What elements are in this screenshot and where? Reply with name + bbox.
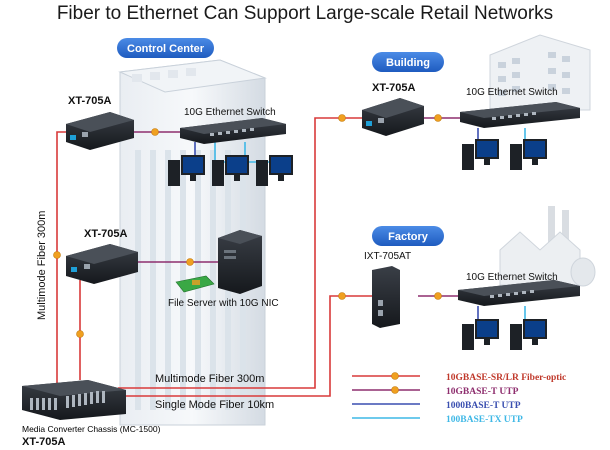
ixt705at-label: IXT-705AT — [364, 251, 411, 262]
xt705a-top-converter[interactable] — [66, 112, 134, 150]
svg-text:10GBASE-T UTP: 10GBASE-T UTP — [446, 387, 519, 397]
file-server-label: File Server with 10G NIC — [168, 298, 279, 309]
building-pill: Building — [372, 52, 444, 72]
factory-pill: Factory — [372, 226, 444, 246]
link-markers — [53, 114, 442, 338]
pc-cc-1[interactable] — [168, 155, 205, 186]
office-building — [489, 34, 591, 111]
pc-cc-2[interactable] — [212, 155, 249, 186]
factory-building — [499, 206, 596, 287]
xt705a-building-converter[interactable] — [362, 98, 424, 136]
legend: 10GBASE-SR/LR Fiber-optic 10GBASE-T UTP … — [352, 372, 566, 425]
svg-text:1000BASE-T UTP: 1000BASE-T UTP — [446, 401, 521, 411]
switch-factory[interactable] — [458, 280, 580, 306]
switch-building-label: 10G Ethernet Switch — [466, 87, 558, 98]
legend-item-100-utp: 100BASE-TX UTP — [352, 415, 523, 425]
switch-factory-label: 10G Ethernet Switch — [466, 272, 558, 283]
pc-factory-1[interactable] — [462, 319, 499, 350]
pc-cc-3[interactable] — [256, 155, 293, 186]
svg-text:Factory: Factory — [388, 231, 429, 243]
multimode-fiber-label: Multimode Fiber 300m — [155, 373, 264, 385]
switch-control-center[interactable] — [180, 118, 286, 144]
control-center-pill: Control Center — [117, 38, 214, 58]
legend-item-10g-utp: 10GBASE-T UTP — [352, 386, 519, 397]
fiber-chassis-to-xt705a-top — [56, 131, 66, 385]
legend-item-1000-utp: 1000BASE-T UTP — [352, 401, 521, 411]
xt705a-top-label: XT-705A — [68, 95, 111, 107]
switch-building[interactable] — [460, 102, 580, 128]
diagram-title: Fiber to Ethernet Can Support Large-scal… — [57, 3, 553, 24]
single-mode-fiber-label: Single Mode Fiber 10km — [155, 399, 274, 411]
pc-factory-2[interactable] — [510, 319, 547, 350]
nic-card — [175, 275, 215, 293]
chassis-model-label: XT-705A — [22, 436, 65, 448]
svg-text:Building: Building — [386, 57, 430, 69]
svg-text:10GBASE-SR/LR Fiber-optic: 10GBASE-SR/LR Fiber-optic — [446, 373, 566, 383]
svg-text:Control Center: Control Center — [127, 43, 205, 55]
ixt705at-converter[interactable] — [372, 266, 400, 328]
chassis-label: Media Converter Chassis (MC-1500) — [22, 424, 161, 434]
svg-text:100BASE-TX UTP: 100BASE-TX UTP — [446, 415, 523, 425]
media-converter-chassis[interactable] — [22, 380, 126, 420]
xt705a-building-label: XT-705A — [372, 82, 415, 94]
pc-building-1[interactable] — [462, 139, 499, 170]
legend-item-fiber: 10GBASE-SR/LR Fiber-optic — [352, 372, 566, 383]
vertical-fiber-label: Multimode Fiber 300m — [36, 211, 48, 320]
fiber-to-factory — [118, 295, 372, 397]
switch-control-center-label: 10G Ethernet Switch — [184, 107, 276, 118]
file-server[interactable] — [218, 230, 262, 294]
pc-building-2[interactable] — [510, 139, 547, 170]
xt705a-mid-converter[interactable] — [66, 244, 138, 284]
xt705a-mid-label: XT-705A — [84, 228, 127, 240]
